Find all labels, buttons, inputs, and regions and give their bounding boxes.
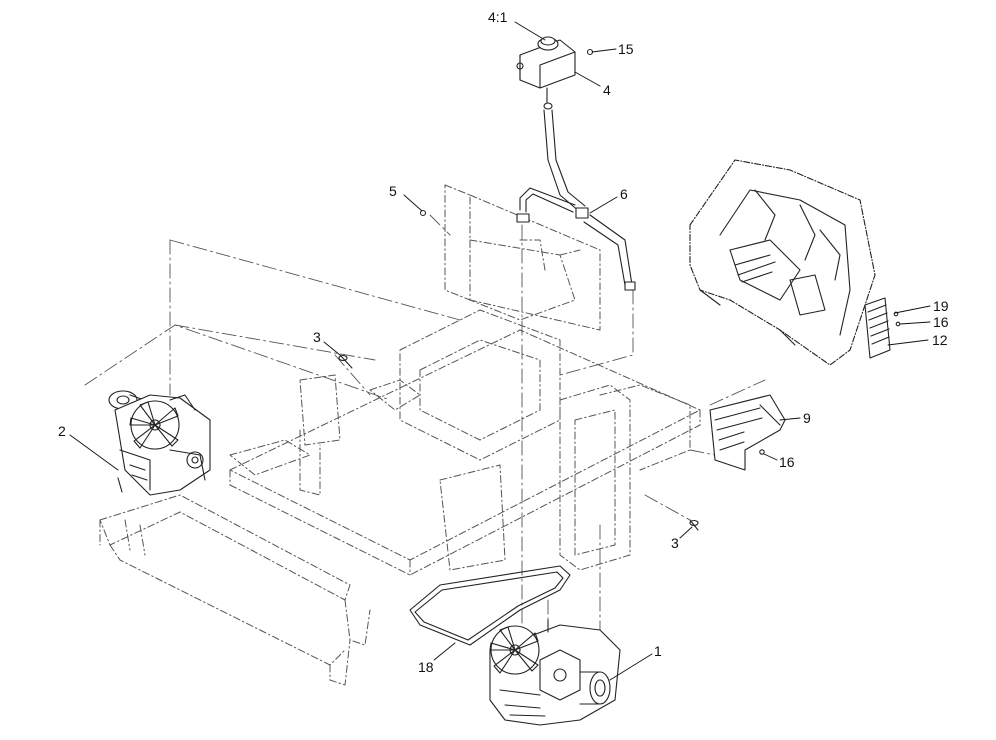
callout-2: 2 <box>58 423 66 439</box>
leader-lines <box>69 21 931 681</box>
callout-6: 6 <box>620 186 628 202</box>
callout-3-upper: 3 <box>313 329 321 345</box>
callout-19: 19 <box>933 298 949 314</box>
drive-belt <box>409 565 571 646</box>
engine-shroud <box>689 159 876 366</box>
hydraulic-hoses <box>516 109 636 291</box>
callout-3-lower: 3 <box>671 535 679 551</box>
callout-15: 15 <box>618 41 634 57</box>
callout-5: 5 <box>389 183 397 199</box>
hydraulic-reservoir <box>516 36 594 110</box>
left-hydro-transmission <box>108 390 211 496</box>
callout-4: 4 <box>603 82 611 98</box>
callout-18: 18 <box>418 659 434 675</box>
mower-frame <box>99 184 701 686</box>
heat-shield <box>709 394 786 471</box>
callout-1: 1 <box>654 643 662 659</box>
right-cooling-fan <box>489 625 540 675</box>
hardware-bolts <box>338 209 699 531</box>
left-cooling-fan <box>129 400 180 450</box>
callout-16-upper: 16 <box>933 314 949 330</box>
right-hydro-transmission <box>489 619 621 726</box>
callout-9: 9 <box>803 410 811 426</box>
callout-4-1: 4:1 <box>488 9 508 25</box>
screen-grille <box>864 297 901 359</box>
callout-12: 12 <box>932 332 948 348</box>
callout-16-lower: 16 <box>779 454 795 470</box>
